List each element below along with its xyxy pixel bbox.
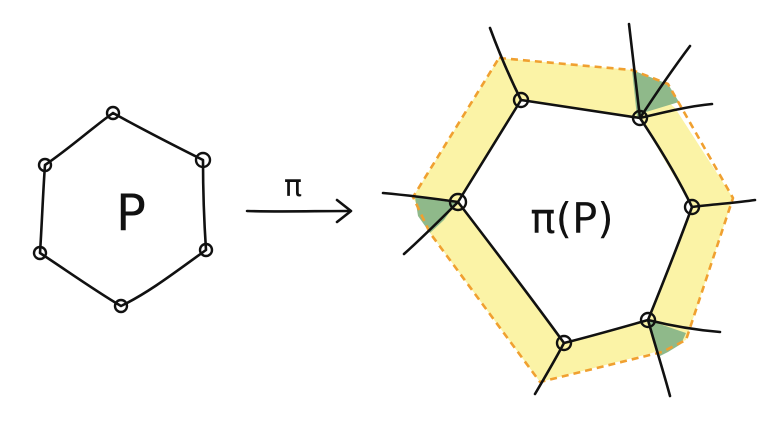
hexagon-edges <box>38 111 208 308</box>
corner-patch <box>648 320 686 356</box>
dashed-outline <box>411 56 735 384</box>
vertex-node <box>512 91 530 109</box>
arrow-head <box>335 198 353 224</box>
vertex-node <box>194 151 212 169</box>
strand <box>627 22 642 120</box>
vertex-node <box>631 109 649 127</box>
vertex-node <box>113 298 129 314</box>
vertex-node <box>32 245 48 261</box>
polygon-label-pi-p: π(P) <box>530 194 613 243</box>
map-arrow: π <box>245 169 353 224</box>
vertex-node <box>105 105 121 121</box>
strand <box>638 44 692 120</box>
vertex-node <box>555 334 573 352</box>
polygon-label-p: P <box>116 184 146 242</box>
corner-patch <box>415 197 456 233</box>
vertex-node <box>37 157 53 173</box>
strand <box>690 198 757 209</box>
source-hexagon: P <box>32 105 214 314</box>
image-hexagon: π(P) <box>381 22 757 398</box>
map-label-pi: π <box>284 169 302 204</box>
vertex-node <box>639 311 657 329</box>
vertex-node <box>198 242 214 258</box>
strand <box>533 341 566 396</box>
vertex-node <box>683 198 701 216</box>
vertex-node <box>448 192 468 212</box>
